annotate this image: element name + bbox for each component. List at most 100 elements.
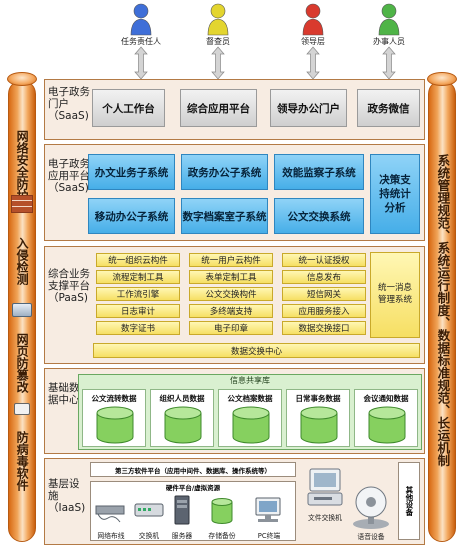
app-decision-support[interactable]: 决策支持统计分析 xyxy=(370,154,420,234)
hardware-item-2: 交换机 xyxy=(133,494,165,540)
user-label: 任务责任人 xyxy=(121,37,161,46)
db-card-4: 日常事务数据 xyxy=(286,389,350,447)
support-cell-15[interactable]: 数据交换接口 xyxy=(282,321,366,335)
db-card-label: 公文流转数据 xyxy=(91,394,137,403)
voice-device-label: 语音设备 xyxy=(357,533,385,541)
hardware-icon xyxy=(174,495,190,525)
user-3: 领导层 xyxy=(283,2,343,80)
right-pillar-text: 系统管理规范、系统运行制度、数据标准规范、长运机制 xyxy=(435,153,451,467)
hardware-icon xyxy=(211,498,233,524)
voice-device-icon xyxy=(348,482,394,530)
support-cell-2[interactable]: 统一用户云构件 xyxy=(189,253,273,267)
portal-item-integrated-app[interactable]: 综合应用平台 xyxy=(180,89,257,127)
support-layer-title: 综合业务支撑平台（PaaS) xyxy=(48,268,90,305)
lock-icon xyxy=(14,403,30,415)
support-cell-10[interactable]: 日志审计 xyxy=(96,304,180,318)
double-arrow-icon xyxy=(211,46,225,80)
person-icon xyxy=(130,3,152,36)
left-pillar-segment-1: 网络安全防护 xyxy=(15,130,30,202)
db-card-1: 公文流转数据 xyxy=(82,389,146,447)
support-cell-7[interactable]: 工作流引擎 xyxy=(96,287,180,301)
hardware-label: 网络布线 xyxy=(97,532,125,540)
left-pillar-segment-4: 防病毒软件 xyxy=(15,431,30,491)
db-card-2: 组织人员数据 xyxy=(150,389,214,447)
support-cell-9[interactable]: 短信网关 xyxy=(282,287,366,301)
double-arrow-icon xyxy=(306,46,320,80)
app-digital-archive[interactable]: 数字档案室子系统 xyxy=(181,198,268,234)
support-cell-4[interactable]: 流程定制工具 xyxy=(96,270,180,284)
person-icon xyxy=(302,3,324,36)
db-card-label: 组织人员数据 xyxy=(159,394,205,403)
app-gov-office[interactable]: 政务办公子系统 xyxy=(181,154,268,190)
left-pillar-cap xyxy=(7,72,37,86)
app-doc-business[interactable]: 办文业务子系统 xyxy=(88,154,175,190)
support-cell-14[interactable]: 电子印章 xyxy=(189,321,273,335)
hardware-icon xyxy=(95,505,125,523)
user-2: 督查员 xyxy=(188,2,248,80)
support-cell-13[interactable]: 数字证书 xyxy=(96,321,180,335)
database-icon xyxy=(300,406,338,444)
hardware-item-5: PC终端 xyxy=(246,494,292,540)
user-label: 领导层 xyxy=(301,37,325,46)
support-cell-3[interactable]: 统一认证授权 xyxy=(282,253,366,267)
data-layer-title: 基础数据中心 xyxy=(48,382,80,407)
db-card-label: 日常事务数据 xyxy=(295,394,341,403)
database-icon xyxy=(232,406,270,444)
firewall-icon xyxy=(11,195,33,213)
support-cell-1[interactable]: 统一组织云构件 xyxy=(96,253,180,267)
db-card-5: 会议通知数据 xyxy=(354,389,418,447)
user-4: 办事人员 xyxy=(359,2,419,80)
monitor-icon xyxy=(12,303,32,317)
user-label: 督查员 xyxy=(206,37,230,46)
app-layer-title: 电子政务应用平台（SaaS) xyxy=(48,158,90,195)
left-pillar-segment-2: 入侵检测 xyxy=(15,237,30,285)
database-icon xyxy=(368,406,406,444)
support-cell-12[interactable]: 应用服务接入 xyxy=(282,304,366,318)
support-cell-8[interactable]: 公文交换构件 xyxy=(189,287,273,301)
db-card-3: 公文档案数据 xyxy=(218,389,282,447)
support-cell-6[interactable]: 信息发布 xyxy=(282,270,366,284)
support-unified-message-label: 统一消息管理系统 xyxy=(377,283,412,305)
app-mobile-office[interactable]: 移动办公子系统 xyxy=(88,198,175,234)
other-devices-label: 其他设备 xyxy=(404,486,414,516)
hardware-title: 硬件平台/虚拟资源 xyxy=(165,484,221,492)
file-exchange-icon xyxy=(306,465,344,509)
hardware-item-4: 存储备份 xyxy=(200,494,244,540)
file-exchange-label: 文件交换机 xyxy=(308,514,342,522)
database-icon xyxy=(96,406,134,444)
left-pillar-segment-3: 网页防篡改 xyxy=(15,333,30,393)
app-efficiency-monitor[interactable]: 效能监察子系统 xyxy=(274,154,364,190)
db-card-label: 会议通知数据 xyxy=(363,394,409,403)
portal-layer-title: 电子政务门户（SaaS) xyxy=(48,86,90,123)
portal-item-gov-wechat[interactable]: 政务微信 xyxy=(357,89,420,127)
hardware-icon xyxy=(134,503,164,517)
hardware-label: PC终端 xyxy=(257,532,281,540)
database-icon xyxy=(164,406,202,444)
middleware-bar: 第三方软件平台（应用中间件、数据库、操作系统等） xyxy=(90,462,296,477)
support-unified-message[interactable]: 统一消息管理系统 xyxy=(370,252,420,338)
double-arrow-icon xyxy=(134,46,148,80)
support-cell-11[interactable]: 多终端支持 xyxy=(189,304,273,318)
hardware-label: 服务器 xyxy=(171,532,193,540)
hardware-item-1: 网络布线 xyxy=(92,494,130,540)
right-standards-pillar xyxy=(428,80,456,542)
app-doc-exchange[interactable]: 公文交换系统 xyxy=(274,198,364,234)
support-data-exchange-center[interactable]: 数据交换中心 xyxy=(93,343,420,358)
app-decision-support-label: 决策支持统计分析 xyxy=(379,173,411,215)
infra-layer-title: 基层设施（IaaS) xyxy=(48,478,86,515)
support-cell-5[interactable]: 表单定制工具 xyxy=(189,270,273,284)
hardware-item-3: 服务器 xyxy=(166,494,198,540)
data-share-label: 信息共享库 xyxy=(230,376,270,385)
db-card-label: 公文档案数据 xyxy=(227,394,273,403)
other-devices: 其他设备 xyxy=(398,462,420,540)
portal-item-leader-office[interactable]: 领导办公门户 xyxy=(270,89,347,127)
portal-item-personal-workbench[interactable]: 个人工作台 xyxy=(92,89,165,127)
user-label: 办事人员 xyxy=(373,37,405,46)
hardware-label: 交换机 xyxy=(138,532,160,540)
right-pillar-cap xyxy=(427,72,457,86)
person-icon xyxy=(207,3,229,36)
person-icon xyxy=(378,3,400,36)
user-1: 任务责任人 xyxy=(111,2,171,80)
hardware-label: 存储备份 xyxy=(208,532,236,540)
hardware-icon xyxy=(255,497,281,522)
